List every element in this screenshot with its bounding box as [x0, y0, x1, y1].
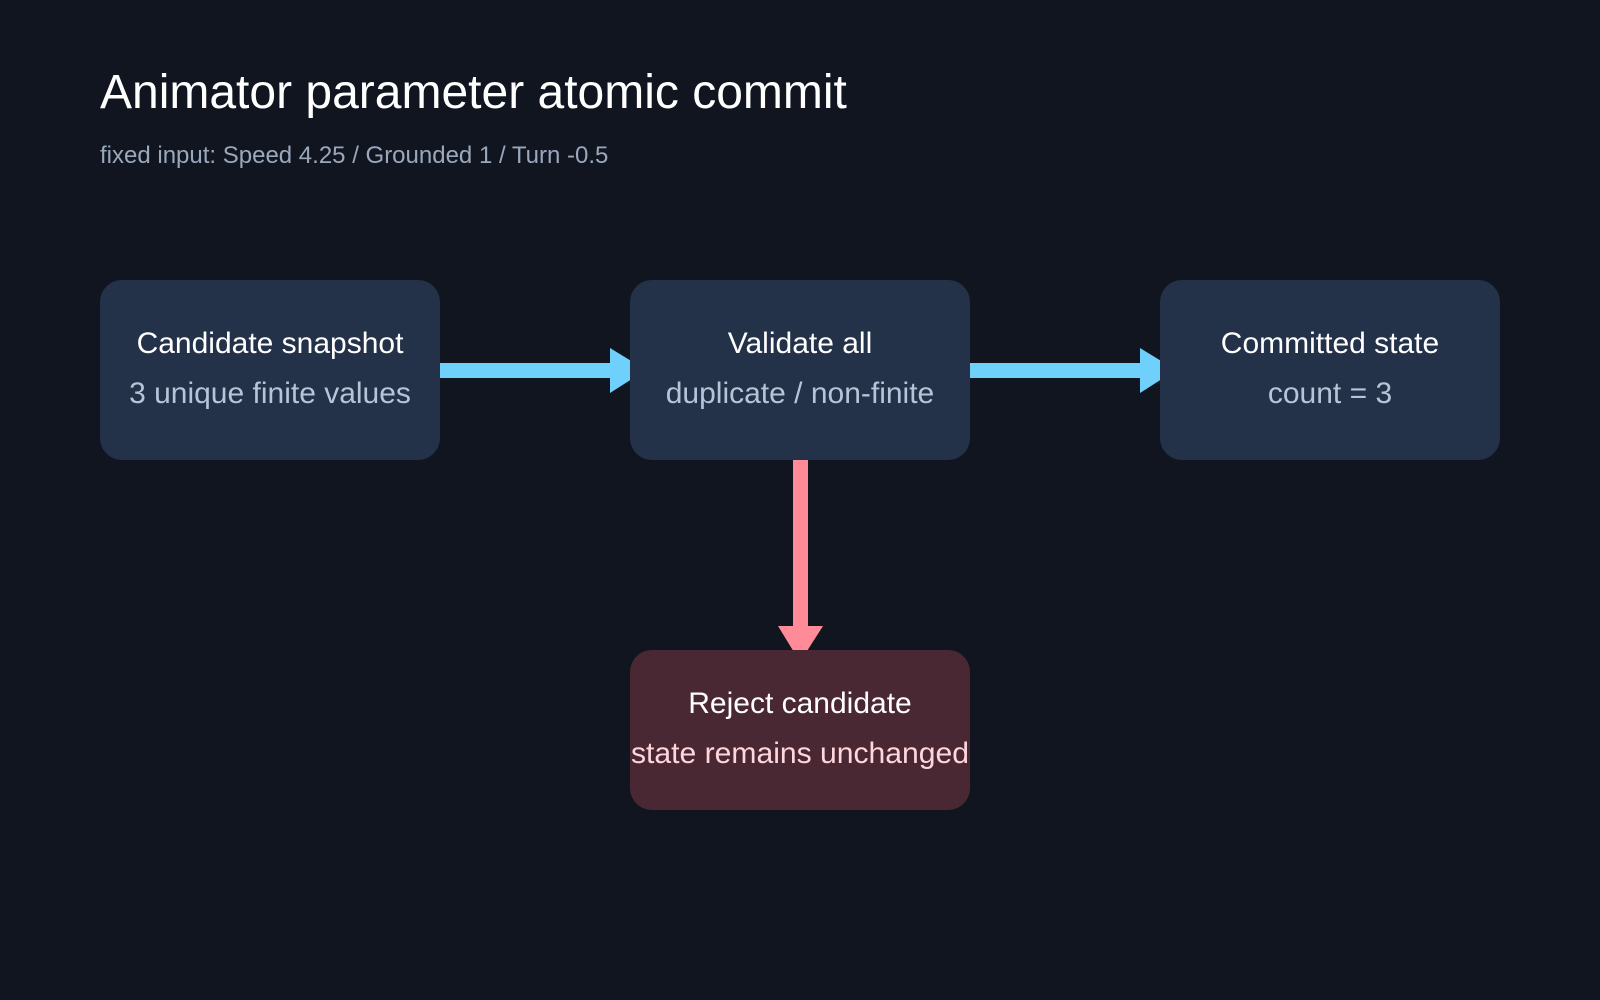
node-committed-title: Committed state — [1221, 327, 1439, 360]
page-subtitle: fixed input: Speed 4.25 / Grounded 1 / T… — [100, 142, 609, 169]
node-candidate-snapshot: Candidate snapshot 3 unique finite value… — [100, 280, 440, 460]
node-reject-candidate: Reject candidate state remains unchanged — [630, 650, 970, 810]
node-validate-title: Validate all — [728, 327, 873, 360]
arrow-validate-to-committed — [970, 348, 1176, 393]
arrow-candidate-to-validate — [440, 348, 646, 393]
node-validate-all: Validate all duplicate / non-finite — [630, 280, 970, 460]
node-reject-subtitle: state remains unchanged — [631, 737, 969, 770]
arrow-validate-to-reject — [778, 460, 823, 662]
node-candidate-subtitle: 3 unique finite values — [129, 377, 411, 410]
node-reject-title: Reject candidate — [688, 687, 911, 720]
node-committed-state: Committed state count = 3 — [1160, 280, 1500, 460]
node-committed-subtitle: count = 3 — [1268, 377, 1392, 410]
node-candidate-title: Candidate snapshot — [137, 327, 405, 360]
node-validate-subtitle: duplicate / non-finite — [666, 377, 935, 410]
page-title: Animator parameter atomic commit — [100, 66, 847, 119]
